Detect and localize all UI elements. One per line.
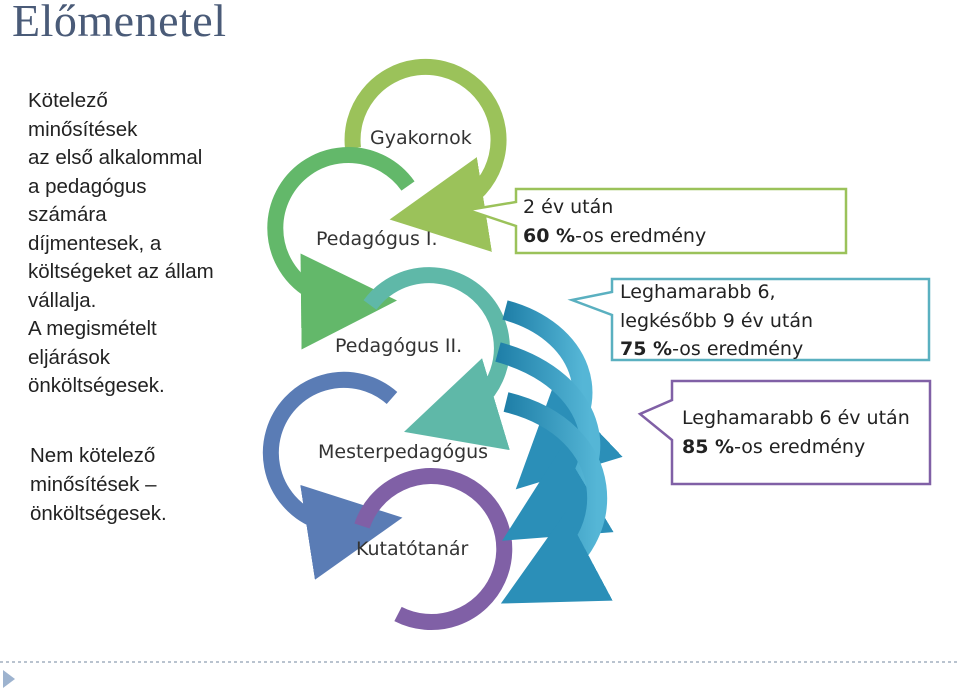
callout-3-line2: 85 %-os eredmény xyxy=(682,433,910,462)
callout-box-3 xyxy=(637,379,932,486)
callout-2-percent: 75 % xyxy=(620,338,673,360)
stage-arc-pedagogus-1 xyxy=(267,147,415,350)
callout-1-line1: 2 év után xyxy=(523,196,614,218)
callout-2-line3: 75 %-os eredmény xyxy=(620,335,813,364)
stage-label-kutatotanar: Kutatótanár xyxy=(356,538,469,560)
text-line: számára xyxy=(28,203,107,226)
stage-arc-kutatotanar xyxy=(354,468,513,631)
callout-1-line2: 60 %-os eredmény xyxy=(523,222,706,251)
stage-label-gyakornok: Gyakornok xyxy=(370,127,472,149)
text-line: önköltségesek. xyxy=(28,374,165,397)
stage-label-mesterpedagogus: Mesterpedagógus xyxy=(318,441,489,463)
callout-1-text: 2 év után 60 %-os eredmény xyxy=(523,193,706,250)
callout-2-text: Leghamarabb 6, legkésőbb 9 év után 75 %-… xyxy=(620,278,813,364)
text-line: vállalja. xyxy=(28,288,97,312)
text-line: a pedagógus xyxy=(28,174,147,198)
text-line: díjmentesek, a xyxy=(28,231,162,255)
advance-arrow-2 xyxy=(495,342,614,541)
text-line: önköltségesek. xyxy=(30,502,167,525)
footer-divider xyxy=(0,661,959,663)
callout-2-line1: Leghamarabb 6, xyxy=(620,281,776,303)
stage-arc-pedagogus-2 xyxy=(363,267,510,450)
text-line: Kötelező xyxy=(28,89,108,112)
mandatory-qualifications-text: Kötelező minősítések az első alkalommal … xyxy=(28,87,268,401)
text-line: eljárások xyxy=(28,345,111,369)
text-line: költségeket az állam xyxy=(28,260,214,283)
stage-arc-mesterpedagogus xyxy=(262,371,403,580)
text-line: A megismételt xyxy=(28,317,157,340)
triangle-right-icon xyxy=(3,670,15,688)
callout-3-percent: 85 % xyxy=(682,435,735,458)
stage-label-pedagogus-1: Pedagógus I. xyxy=(316,228,438,250)
page-title: Előmenetel xyxy=(12,0,227,46)
callout-3-text: Leghamarabb 6 év után 85 %-os eredmény xyxy=(682,404,910,461)
text-line: minősítések xyxy=(28,117,138,141)
callout-box-2 xyxy=(567,277,931,362)
callout-1-rest: -os eredmény xyxy=(575,224,707,247)
callout-3-line1: Leghamarabb 6 év után xyxy=(682,407,910,429)
callout-3-rest: -os eredmény xyxy=(734,435,866,458)
callout-2-rest: -os eredmény xyxy=(672,338,804,360)
text-line: az első alkalommal xyxy=(28,146,203,169)
text-line: Nem kötelező xyxy=(30,444,156,467)
optional-qualifications-text: Nem kötelező minősítések – önköltségesek… xyxy=(30,441,270,528)
stage-arc-gyakornok xyxy=(344,58,507,252)
callout-2-line2: legkésőbb 9 év után xyxy=(620,309,814,332)
text-line: minősítések – xyxy=(30,473,157,496)
callout-1-percent: 60 % xyxy=(523,224,576,247)
callout-box-1 xyxy=(467,187,848,255)
advance-arrow-3 xyxy=(500,392,613,604)
stage-label-pedagogus-2: Pedagógus II. xyxy=(335,335,463,357)
